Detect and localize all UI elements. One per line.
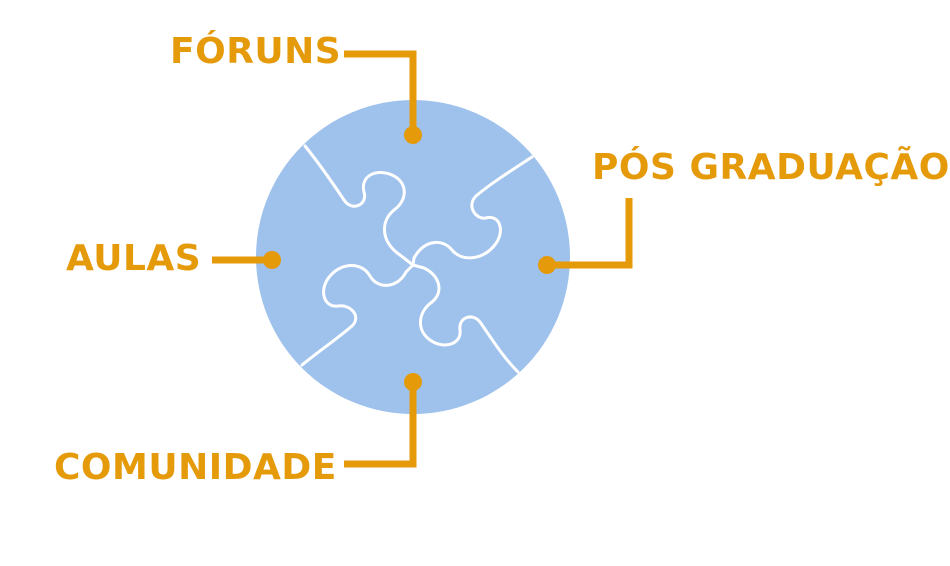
label-aulas: AULAS (66, 238, 202, 279)
seam-bottom-right (411, 263, 520, 374)
seam-bottom-left (300, 263, 415, 367)
dot-comunidade (404, 373, 422, 391)
seam-top-right (411, 155, 534, 267)
connector-foruns (344, 50, 417, 135)
dot-pos-graduacao (538, 256, 556, 274)
label-foruns: FÓRUNS (170, 31, 342, 72)
puzzle-seams (300, 144, 534, 374)
connector-dots (263, 126, 556, 391)
seam-top-left (303, 144, 415, 267)
connector-pos-graduacao (547, 198, 633, 269)
label-pos-graduacao: PÓS GRADUAÇÃO (592, 147, 950, 188)
label-comunidade: COMUNIDADE (54, 447, 337, 488)
connectors (212, 50, 633, 468)
dot-foruns (404, 126, 422, 144)
connector-comunidade (344, 382, 417, 468)
dot-aulas (263, 251, 281, 269)
